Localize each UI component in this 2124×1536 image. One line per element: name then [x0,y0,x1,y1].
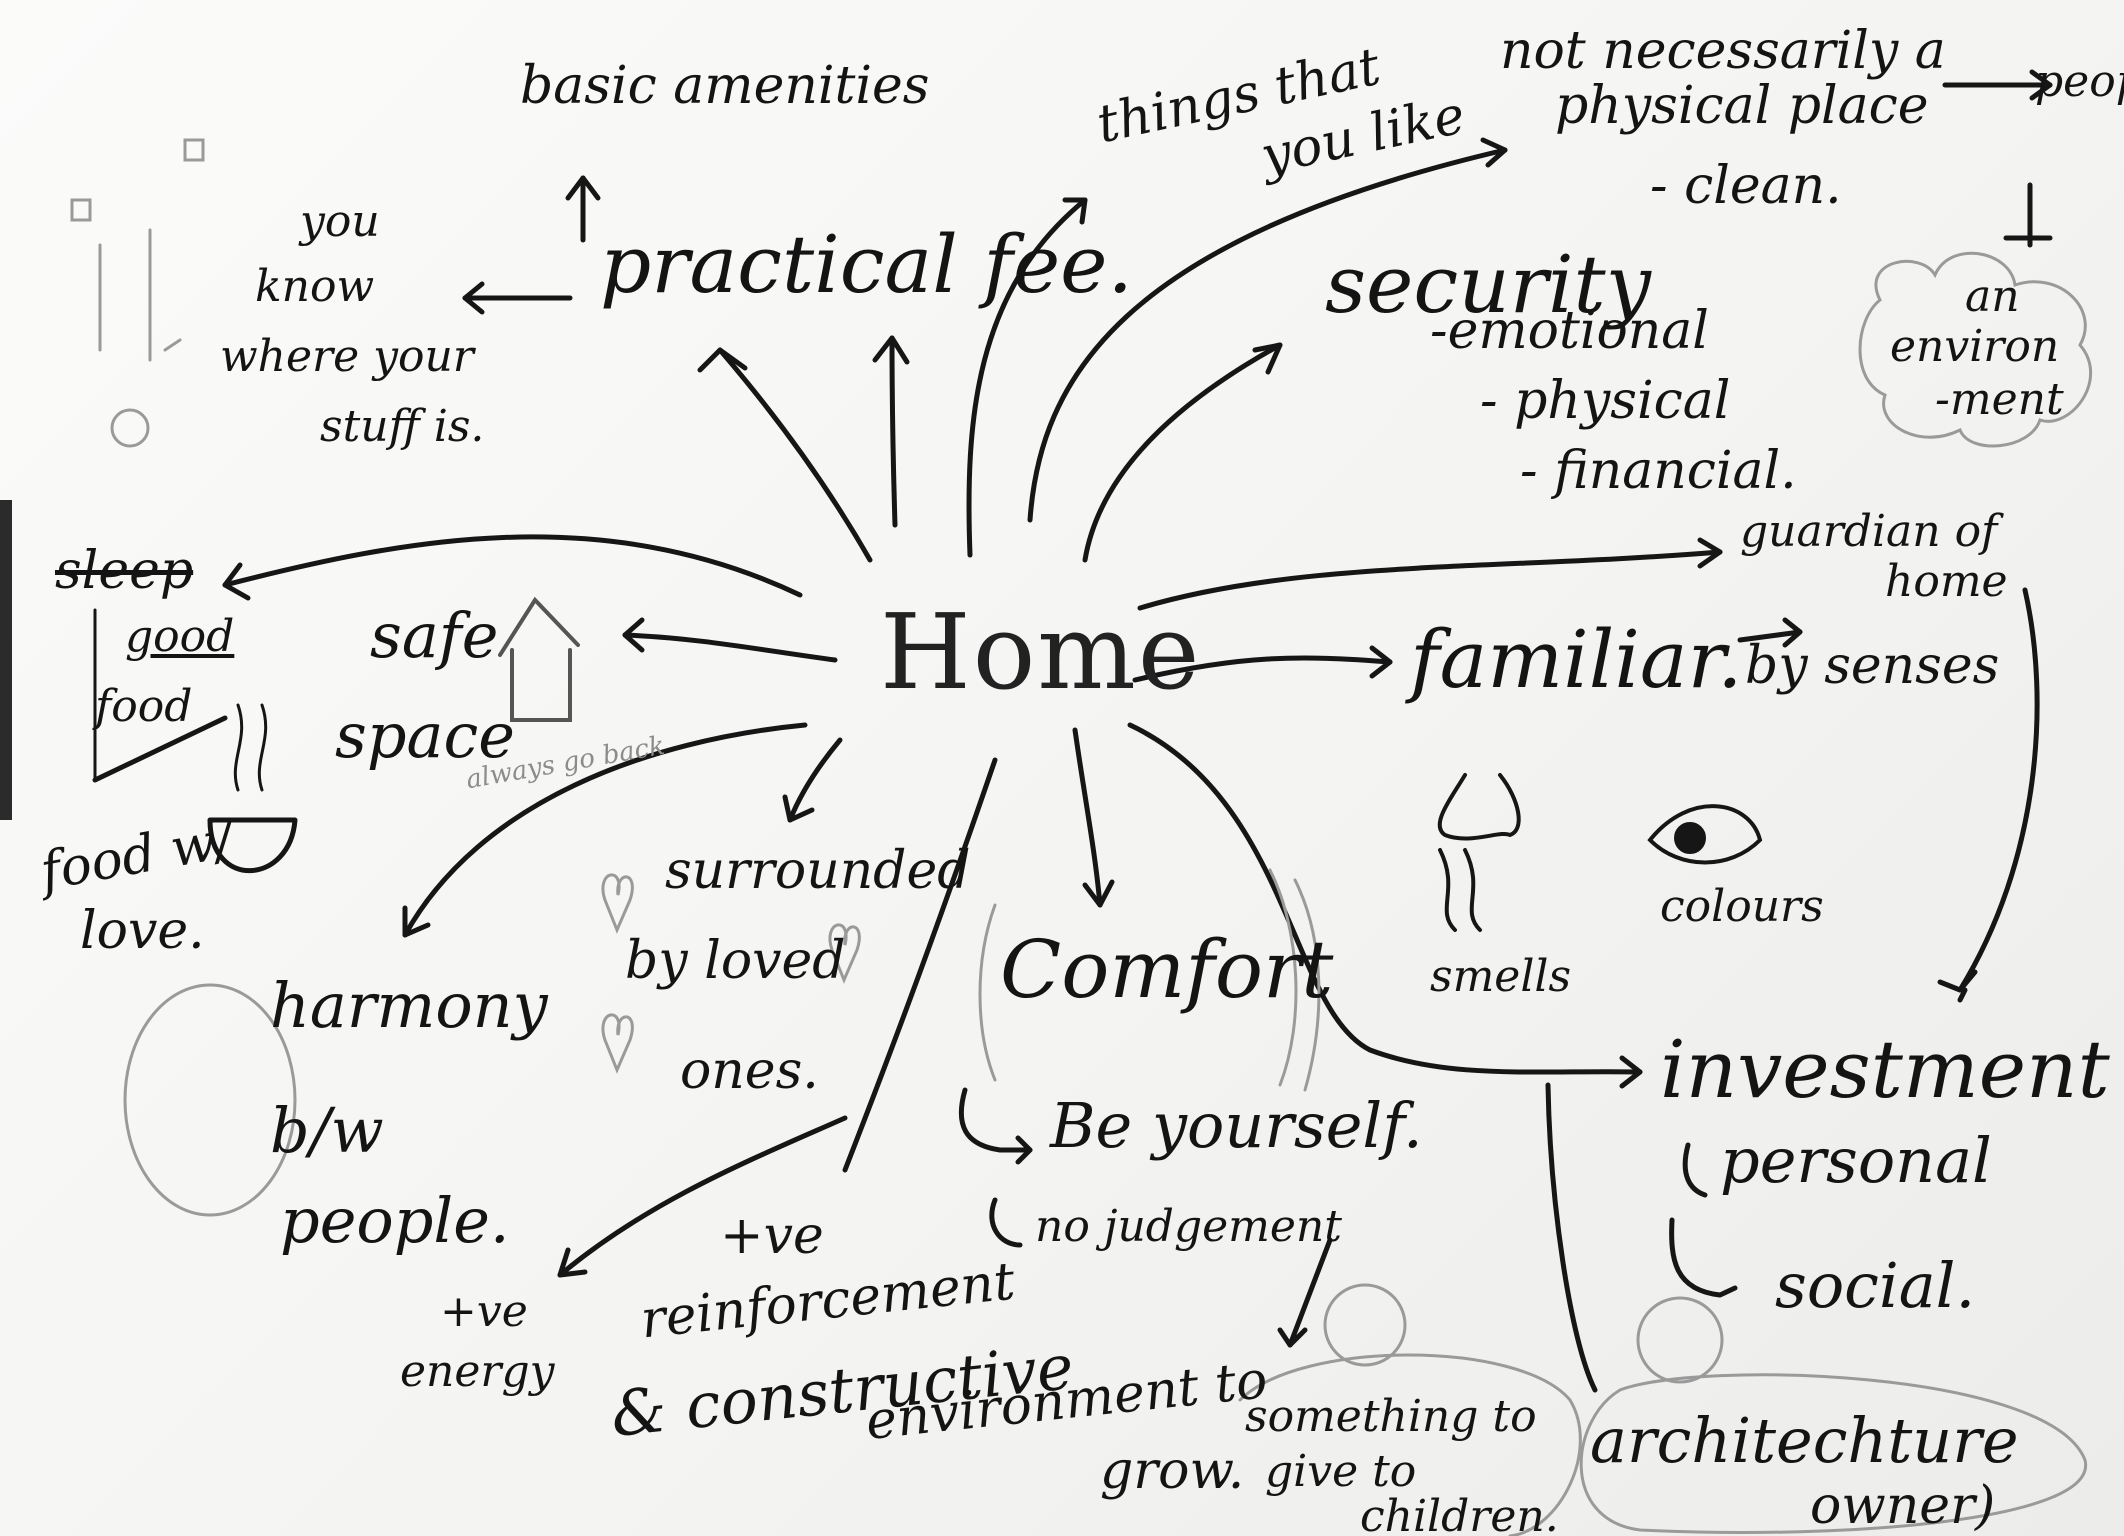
node-tve-energy-2: energy [400,1346,555,1397]
node-environment-1: an [1965,271,2020,322]
harmony-oval [123,983,297,1217]
background-edge [0,500,12,820]
node-emotional: -emotional [1430,301,1709,361]
eye-icon [1647,804,1763,865]
node-you-know-1: you [300,196,380,247]
node-food: food [95,681,193,732]
node-something-1: something to [1245,1391,1537,1442]
node-personal: personal [1720,1124,1992,1197]
node-something-3: children. [1360,1491,1559,1536]
arrow-to-energy [557,1115,848,1278]
node-tve-energy-1: +ve [440,1286,528,1337]
node-not-necessarily-2: physical place [1555,76,1929,136]
node-financial: - financial. [1520,441,1797,501]
node-environment-2: environ [1890,321,2060,372]
node-people: people. [2035,56,2124,107]
node-not-necessarily-1: not necessarily a [1500,21,1946,81]
node-guardian-1: guardian of [1740,506,1998,557]
node-physical: - physical [1480,371,1731,431]
node-you-know-2: know [255,261,375,312]
node-architecture-1: architechture [1590,1404,2019,1477]
node-surrounded-3: ones. [680,1041,819,1101]
arrow-to-not-physical [1027,147,1508,523]
node-practical-fee: practical fee. [600,218,1133,311]
center-node-home: Home [880,591,1202,713]
arrow-guardian-to-investment [1957,587,2040,993]
node-something-2: give to [1265,1446,1417,1497]
architecture-oval [1579,1373,2087,1534]
node-guardian-2: home [1885,556,2008,607]
node-environment-grow-2: grow. [1100,1441,1245,1501]
cloud-outline [1858,251,2093,448]
node-investment: investment [1660,1023,2110,1116]
nose-icon [1437,773,1521,841]
arrow-to-investment [1127,722,1643,1075]
node-by-senses: by senses [1745,636,2000,696]
node-you-know-3: where your [220,331,474,382]
node-smells: smells [1430,951,1572,1002]
arrow-to-security [1082,342,1283,563]
node-familiar: familiar. [1410,613,1743,706]
arrow-to-comfort [1072,727,1103,908]
arrow-to-safe-space [622,632,838,663]
node-clean: - clean. [1650,156,1842,216]
node-harmony-3: people. [280,1184,510,1257]
node-food-love-2: love. [80,901,205,961]
arrow-to-by-senses [1737,629,1803,643]
arrow-to-familiar [1132,655,1393,683]
node-architecture-2: owner) [1810,1476,1996,1536]
house-icon [498,596,580,657]
node-basic-amenities: basic amenities [520,56,930,116]
node-colours: colours [1660,881,1824,932]
node-environment-3: -ment [1935,374,2064,425]
arrow-to-guardian [1137,549,1723,611]
node-surrounded-2: by loved [625,931,846,991]
node-harmony-1: harmony [270,969,548,1042]
node-harmony-2: b/w [270,1094,384,1167]
arrow-to-harmony [402,722,808,938]
node-surrounded-1: surrounded [665,841,971,901]
node-tve-reinforcement-1: +ve [720,1206,824,1266]
arrow-to-reinforcement [842,757,998,1173]
arrow-to-practical-right [889,335,898,528]
node-be-yourself: Be yourself. [1050,1089,1423,1162]
node-you-know-4: stuff is. [320,401,485,452]
node-security: security [1325,238,1651,331]
node-space: space [335,699,515,772]
arrow-to-practical-left [717,347,873,563]
node-safe: safe [370,599,499,672]
node-comfort: Comfort [1000,923,1334,1016]
node-sleep: sleep [55,541,194,601]
arrow-to-surrounded [787,737,843,823]
node-good: good [125,611,235,662]
arrow-to-sleep [222,534,803,598]
node-no-judgement: no judgement [1035,1201,1342,1252]
node-social: social. [1775,1249,1976,1322]
arrow-to-things-you-like [966,197,1088,558]
